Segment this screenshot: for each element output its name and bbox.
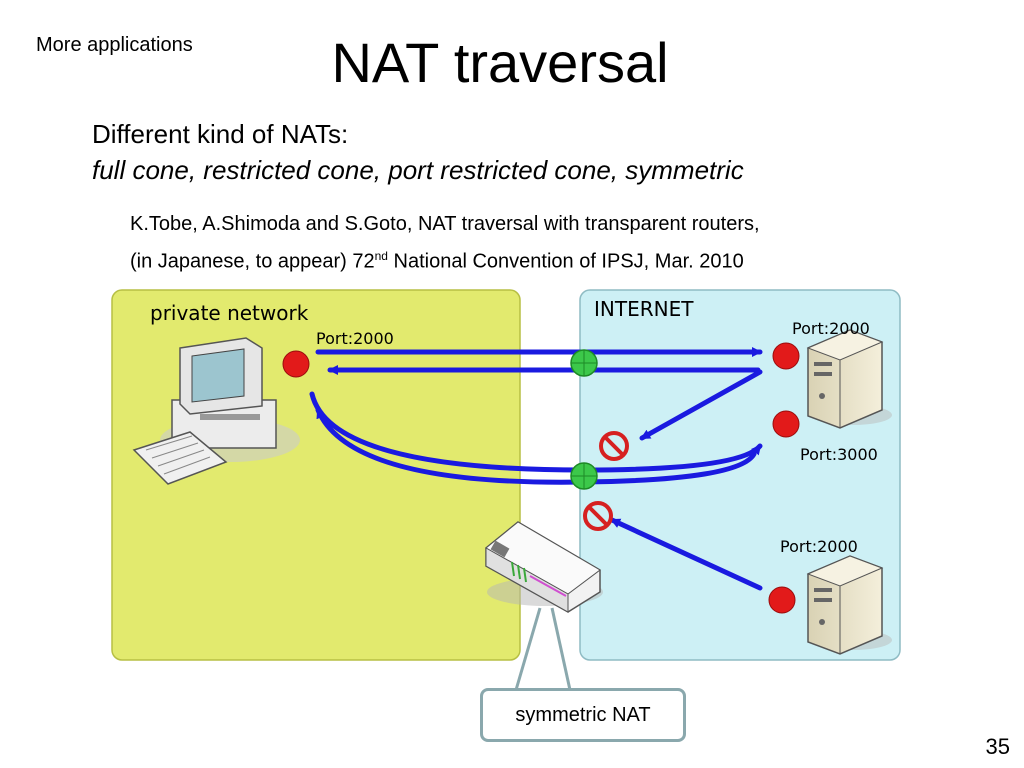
blocked-arrow-from-port-3000 (639, 369, 763, 441)
ordinal-suffix: nd (374, 249, 388, 263)
reference-citation: K.Tobe, A.Shimoda and S.Goto, NAT traver… (130, 208, 760, 278)
server1-port-a-label: Port:2000 (792, 319, 870, 338)
client-port-dot (282, 350, 310, 378)
page-number: 35 (985, 734, 1010, 759)
server1-port-b-label: Port:3000 (800, 445, 878, 464)
slide-title: NAT traversal (331, 31, 669, 94)
callout-connector (550, 607, 572, 691)
server2-port-2000-dot (768, 586, 796, 614)
blocked-icon (599, 431, 629, 461)
reference-text: (in Japanese, to appear) 72 (130, 250, 375, 273)
reference-line: K.Tobe, A.Shimoda and S.Goto, NAT traver… (130, 213, 760, 235)
server1-port-3000-dot (772, 410, 800, 438)
nat-mapping-point (570, 462, 598, 490)
reference-text: National Convention of IPSJ, Mar. 2010 (387, 250, 744, 273)
nat-type-callout: symmetric NAT (480, 688, 686, 742)
server-2-icon (806, 555, 892, 655)
reference-line: (in Japanese, to appear) 72nd National C… (130, 240, 760, 278)
section-label: More applications (36, 34, 193, 56)
callout-connector (514, 607, 542, 691)
blocked-arrow-from-server-2 (609, 517, 763, 591)
nat-mapping-point (570, 349, 598, 377)
nat-kinds-list: full cone, restricted cone, port restric… (92, 155, 744, 185)
client-port-label: Port:2000 (316, 329, 394, 348)
private-network-label: private network (150, 301, 309, 325)
flow-arrows (309, 347, 763, 591)
router-icon (485, 521, 603, 613)
client-computer-icon (132, 337, 300, 485)
reply-arrow-from-port-3000 (315, 407, 757, 485)
internet-label: INTERNET (594, 297, 694, 321)
blocked-icon (583, 501, 613, 531)
server-1-icon (806, 329, 892, 429)
subtitle-line: Different kind of NATs: (92, 119, 349, 149)
subtitle: Different kind of NATs: full cone, restr… (92, 116, 744, 188)
server1-port-2000-dot (772, 342, 800, 370)
server2-port-label: Port:2000 (780, 537, 858, 556)
outbound-arrow-port-3000 (309, 391, 763, 473)
